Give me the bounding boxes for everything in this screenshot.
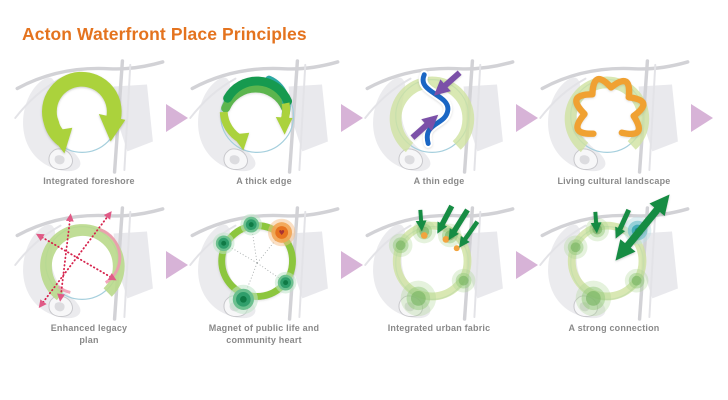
community-heart-node-icon: ♥ xyxy=(267,218,296,247)
panel-integrated-urban-fabric: Integrated urban fabric xyxy=(363,204,515,347)
strong-connection-arrows-icon xyxy=(590,194,670,261)
panel-integrated-foreshore: Integrated foreshore xyxy=(13,57,165,200)
activity-node-icon xyxy=(274,271,297,294)
soft-node-icon xyxy=(412,219,437,244)
thick-edge-arcs-icon xyxy=(219,75,293,151)
flow-separator xyxy=(339,57,364,133)
pressure-arrows-icon xyxy=(410,70,462,140)
flow-arrow-icon xyxy=(690,104,713,132)
diagram-living-cultural-landscape xyxy=(538,59,690,174)
diagram-strong-connection xyxy=(538,194,690,321)
activity-node-icon xyxy=(240,213,263,236)
panel-living-cultural-landscape: Living cultural landscape xyxy=(538,57,690,200)
flow-arrow-icon xyxy=(515,251,538,279)
page-title: Acton Waterfront Place Principles xyxy=(22,24,307,44)
cultural-squiggle-icon xyxy=(573,76,647,138)
soft-node-icon xyxy=(624,268,649,293)
flow-separator xyxy=(164,57,189,133)
heart-icon: ♥ xyxy=(279,229,285,237)
principles-grid: Integrated foreshore xyxy=(0,57,728,347)
panel-strong-connection: A strong connection xyxy=(538,194,690,347)
activity-node-icon xyxy=(212,232,235,255)
diagram-thick-edge xyxy=(188,59,340,174)
principles-row-1: Integrated foreshore xyxy=(0,57,728,200)
panel-label: Magnet of public life and community hear… xyxy=(208,323,320,345)
legacy-green-ring xyxy=(40,224,125,301)
panel-label: Integrated foreshore xyxy=(43,176,135,186)
panel-label: A strong connection xyxy=(568,323,660,333)
pale-edge-ring xyxy=(389,76,475,153)
diagram-thin-edge xyxy=(363,59,515,174)
panel-enhanced-legacy-plan: Enhanced legacy plan xyxy=(13,204,165,347)
diagram-integrated-urban-fabric xyxy=(363,204,515,321)
activity-node-large-icon xyxy=(228,284,258,314)
flow-arrow-icon xyxy=(340,251,363,279)
diagram-enhanced-legacy-plan xyxy=(13,206,165,321)
diagram-integrated-foreshore xyxy=(13,59,165,174)
flow-separator xyxy=(514,204,539,280)
soft-node-large-icon xyxy=(575,280,612,317)
desire-lines-icon xyxy=(35,211,117,309)
panel-label: Living cultural landscape xyxy=(557,176,671,186)
panel-label: Integrated urban fabric xyxy=(387,323,491,333)
radial-sightlines xyxy=(223,224,286,299)
connection-arrows-icon xyxy=(415,204,480,248)
flow-separator xyxy=(339,204,364,280)
panel-label: A thin edge xyxy=(413,176,465,186)
panel-magnet-public-life: ♥ Magnet of public life and community he… xyxy=(188,204,340,347)
panel-thick-edge: A thick edge xyxy=(188,57,340,200)
flow-separator xyxy=(164,204,189,280)
soft-node-large-icon xyxy=(400,280,437,317)
panel-label: Enhanced legacy plan xyxy=(50,323,128,345)
flow-arrow-icon xyxy=(165,251,188,279)
flow-separator xyxy=(514,57,539,133)
soft-node-icon xyxy=(451,268,476,293)
soft-node-icon xyxy=(388,233,413,258)
diagram-magnet-public-life: ♥ xyxy=(188,206,340,321)
flow-arrow-icon xyxy=(515,104,538,132)
soft-node-icon xyxy=(563,235,588,260)
flow-arrow-icon xyxy=(340,104,363,132)
circular-arrow-icon xyxy=(42,71,126,154)
urban-infill-dots xyxy=(420,232,460,252)
flow-separator xyxy=(689,57,714,133)
principles-row-2: Enhanced legacy plan xyxy=(0,194,728,347)
flow-arrow-icon xyxy=(165,104,188,132)
panel-label: A thick edge xyxy=(236,176,292,186)
panel-thin-edge: A thin edge xyxy=(363,57,515,200)
